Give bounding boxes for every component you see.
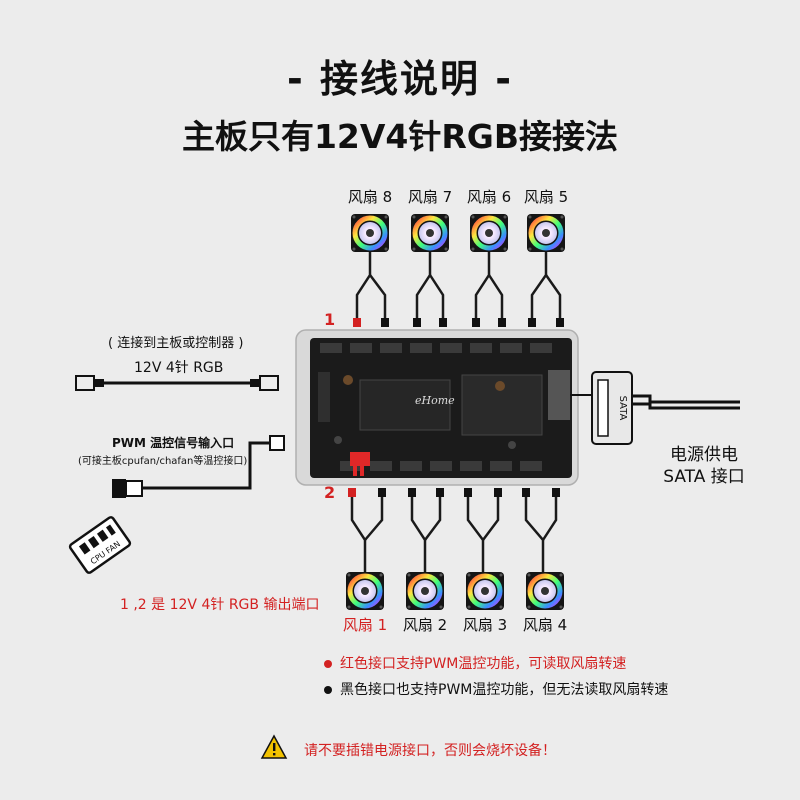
red-dot-icon: [324, 660, 332, 668]
red-port-note-text: 红色接口支持PWM温控功能，可读取风扇转速: [340, 656, 627, 672]
fan-1-label: 风扇 1: [342, 616, 388, 634]
bottom-cables: [350, 497, 558, 572]
pwm-input-note: (可接主板cpufan/chafan等温控接口): [78, 456, 248, 467]
bottom-connectors: [348, 488, 560, 497]
power-label-line2: SATA 接口: [663, 467, 745, 487]
fan-3-icon: [466, 572, 504, 610]
black-port-note: 黑色接口也支持PWM温控功能，但无法读取风扇转速: [324, 679, 668, 699]
hub-top-headers: [320, 343, 552, 353]
fan-4-icon: [526, 572, 564, 610]
fan-7-label: 风扇 7: [407, 188, 453, 206]
hub-bottom-headers: [340, 461, 542, 471]
red-port-note: 红色接口支持PWM温控功能，可读取风扇转速: [324, 653, 626, 673]
black-port-note-text: 黑色接口也支持PWM温控功能，但无法读取风扇转速: [340, 682, 669, 698]
port-1-label: 1: [324, 310, 336, 329]
warning-text: 请不要插错电源接口，否则会烧坏设备！: [304, 743, 556, 759]
fan-2-icon: [406, 572, 444, 610]
fan-6-icon: [470, 214, 508, 252]
page-subtitle: 主板只有12V4针RGB接接法: [181, 117, 619, 156]
motherboard-note: ( 连接到主板或控制器 ): [108, 336, 244, 351]
warning-icon: [260, 734, 288, 759]
cpu-fan-header-icon: CPU FAN: [68, 516, 132, 574]
fan-6-label: 风扇 6: [466, 188, 512, 206]
rgb-cable: [75, 375, 279, 391]
fan-8-icon: [351, 214, 389, 252]
output-port-note: 1 ,2 是 12V 4针 RGB 输出端口: [120, 597, 320, 613]
pwm-input-title: PWM 温控信号输入口: [112, 436, 235, 450]
fan-4-label: 风扇 4: [522, 616, 568, 634]
fan-5-label: 风扇 5: [523, 188, 569, 206]
pwm-input-header: [350, 452, 370, 466]
rgb-cable-label: 12V 4针 RGB: [134, 360, 224, 376]
hub-logo: eHome: [415, 394, 455, 407]
fan-5-icon: [527, 214, 565, 252]
svg-text:SATA: SATA: [617, 396, 628, 421]
fan-7-icon: [411, 214, 449, 252]
page-title: - 接线说明 -: [286, 57, 513, 101]
port-2-label: 2: [324, 483, 336, 502]
top-connectors: [353, 318, 564, 327]
top-cables: [355, 252, 562, 320]
power-label-line1: 电源供电: [670, 445, 738, 465]
fan-1-icon: [346, 572, 384, 610]
fan-3-label: 风扇 3: [462, 616, 508, 634]
pwm-cable: [112, 435, 285, 498]
black-dot-icon: [324, 686, 332, 694]
sata-connector: SATA: [570, 371, 740, 445]
fan-2-label: 风扇 2: [402, 616, 448, 634]
fan-8-label: 风扇 8: [347, 188, 393, 206]
